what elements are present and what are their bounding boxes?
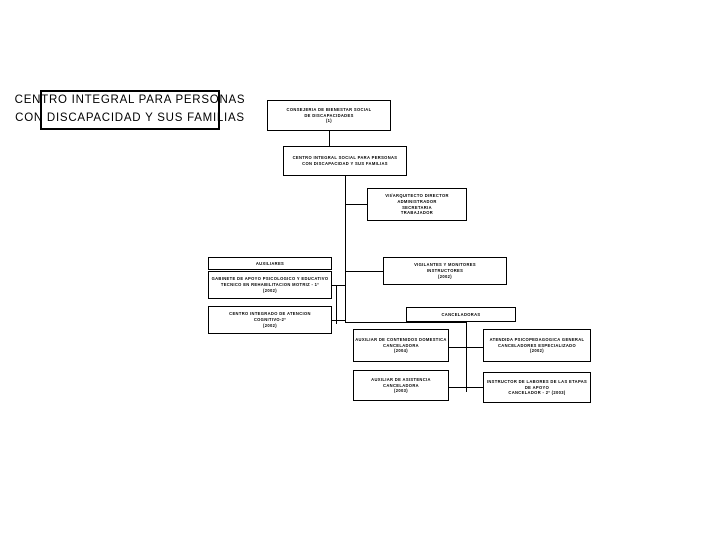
node-canceladoras[interactable]: CANCELADORAS [406,307,516,322]
node-cancel-4[interactable]: INSTRUCTOR DE LABORES DE LAS ETAPAS DE A… [483,372,591,403]
connector-centro-spine-upper [345,176,346,188]
node-canceladoras-line1: CANCELADORAS [441,311,481,317]
node-direccion[interactable]: VII/ARQUITECTO DIRECTOR ADMINISTRADOR SE… [367,188,467,221]
node-root-title[interactable]: CENTRO INTEGRAL PARA PERSONAS CON DISCAP… [15,90,245,130]
connector-spine-to-canceladoras [345,322,466,323]
node-rehabilitacion-line1: CENTRO INTEGRADO DE ATENCION [229,311,311,317]
node-consejeria-line1: CONSEJERIA DE BIENESTAR SOCIAL [286,106,372,112]
node-consejeria-line3: (1) [325,118,333,124]
connector-canceladoras-to-cancel-2 [466,347,483,348]
node-vigilantes[interactable]: VIGILANTES Y MONITORES INSTRUCTORES (200… [383,257,507,285]
connector-gabinete-to-riser [332,285,345,286]
node-consejeria-line2: DE DISCAPACIDADES [304,112,354,118]
node-auxiliares[interactable]: AUXILIARES [208,257,332,270]
node-vigilantes-line1: VIGILANTES Y MONITORES [414,262,476,268]
node-gabinete-line1: GABINETE DE APOYO PSICOLOGICO Y EDUCATIV… [211,276,329,282]
node-cancel-2[interactable]: ATENDIDA PSICOPEDAGOGICA GENERAL CANCELA… [483,329,591,362]
connector-spine-to-direccion [345,204,367,205]
node-cancel-1[interactable]: AUXILIAR DE CONTENIDOS DOMESTICA CANCELA… [353,329,449,362]
node-centro-social-line2: CON DISCAPACIDAD Y SUS FAMILIAS [302,161,388,166]
connector-consejeria-to-centro [329,131,330,146]
node-direccion-line4: TRABAJADOR [400,210,434,216]
connector-left-riser [336,285,337,324]
node-cancel-3-line1: AUXILIAR DE ASISTENCIA [371,376,431,382]
node-vigilantes-line2: INSTRUCTORES [426,268,464,274]
connector-canceladoras-to-cancel-1 [449,347,466,348]
node-cancel-3-line3: (2003) [394,388,408,394]
node-rehabilitacion-line2: COGNITIVO-2º [253,317,287,323]
node-rehabilitacion[interactable]: CENTRO INTEGRADO DE ATENCION COGNITIVO-2… [208,306,332,334]
node-cancel-2-line3: (2002) [530,348,544,354]
node-cancel-3[interactable]: AUXILIAR DE ASISTENCIA CANCELADORA (2003… [353,370,449,401]
node-cancel-2-line1: ATENDIDA PSICOPEDAGOGICA GENERAL [489,336,585,342]
node-cancel-1-line1: AUXILIAR DE CONTENIDOS DOMESTICA [355,336,447,342]
connector-rehabilitacion-to-riser [332,320,345,321]
node-direccion-line3: SECRETARIA [402,204,432,210]
node-direccion-line2: ADMINISTRADOR [397,198,437,204]
node-cancel-3-line2: CANCELADORA [383,382,419,388]
node-cancel-4-line3: CANCELADOR - 2º (2003) [508,390,566,396]
node-auxiliares-line1: AUXILIARES [255,260,285,266]
connector-main-spine [345,188,346,322]
node-gabinete[interactable]: GABINETE DE APOYO PSICOLOGICO Y EDUCATIV… [208,271,332,299]
node-vigilantes-line3: (2002) [438,273,452,279]
node-gabinete-line3: (2002) [263,287,277,293]
node-root-line1: CENTRO INTEGRAL PARA PERSONAS [14,94,246,107]
node-cancel-4-line1: INSTRUCTOR DE LABORES DE LAS ETAPAS [486,378,588,384]
node-direccion-line1: VII/ARQUITECTO DIRECTOR [385,192,449,198]
connector-spine-to-vigilantes [345,271,383,272]
node-cancel-1-line2: CANCELADORA [383,342,419,348]
node-cancel-2-line2: CANCELADORES ESPECIALIZADO [497,342,577,348]
connector-canceladoras-to-cancel-3 [449,387,466,388]
node-centro-social-line1: CENTRO INTEGRAL SOCIAL PARA PERSONAS [292,155,398,161]
connector-canceladoras-spine [466,322,467,392]
node-centro-social[interactable]: CENTRO INTEGRAL SOCIAL PARA PERSONAS CON… [283,146,407,176]
connector-canceladoras-to-cancel-4 [466,387,483,388]
node-cancel-1-line3: (2004) [394,348,408,354]
node-gabinete-line2: TECNICO EN REHABILITACION MOTRIZ - 1º [220,282,320,288]
node-root-line2: CON DISCAPACIDAD Y SUS FAMILIAS [15,112,245,124]
node-consejeria[interactable]: CONSEJERIA DE BIENESTAR SOCIAL DE DISCAP… [267,100,391,131]
node-rehabilitacion-line3: (2002) [263,322,277,328]
node-cancel-4-line2: DE APOYO [524,384,550,390]
